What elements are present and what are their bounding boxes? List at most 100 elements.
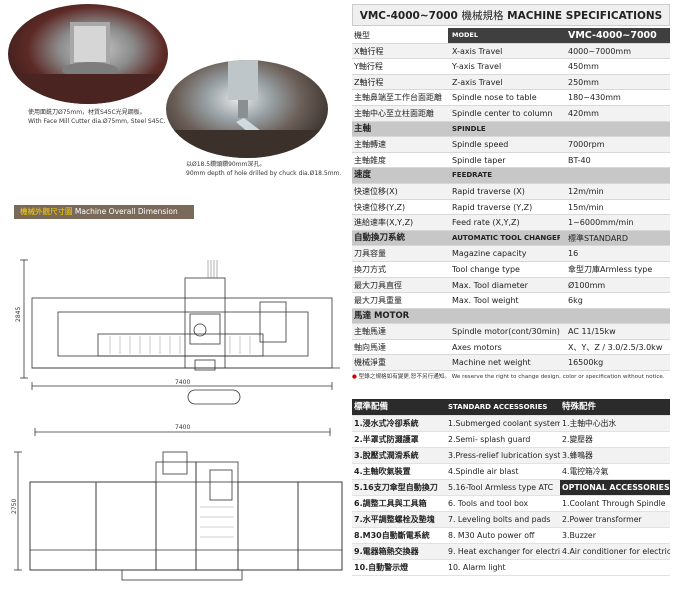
top-height-label: 2845 [15,307,22,322]
spec-value: 16500kg [568,358,604,368]
spec-title-en: MACHINE SPECIFICATIONS [507,10,663,22]
dimension-title-cn: 機械外觀尺寸圖 [20,207,73,216]
std-accessory-en: 1.Submerged coolant system [448,419,560,428]
std-accessory-en: 6. Tools and tool box [448,499,529,508]
accessories-header: 標準配備 STANDARD ACCESSORIES 特殊配件 [352,399,670,416]
accessory-row: 9.電器箱熱交換器 9. Heat exchanger for electric … [352,544,670,560]
spec-row: 主軸馬達 Spindle motor(cont/30min) AC 11/15kw [352,324,670,340]
spec-label-cn: 自動換刀系統 [354,232,406,243]
spec-label-cn: 主軸鼻端至工作台面距離 [354,93,442,103]
spec-label-cn: Y軸行程 [354,62,383,72]
spec-value: VMC-4000~7000 [560,28,670,43]
spec-label-en: Spindle motor(cont/30min) [452,327,560,337]
std-acc-cn-header: 標準配備 [354,402,389,412]
spec-label-en: Spindle nose to table [452,93,537,103]
std-acc-en-header: STANDARD ACCESSORIES [448,403,548,411]
spec-label-en: Rapid traverse (X) [452,186,525,196]
spec-value: 250mm [568,77,599,87]
std-accessory-cn: 10.自動警示燈 [354,563,409,572]
spec-label-cn: 主軸錐度 [354,155,386,165]
spec-row: 快速位移(Y,Z) Rapid traverse (Y,Z) 15m/min [352,200,670,216]
spec-label-en: X-axis Travel [452,46,503,56]
spec-label-en: FEEDRATE [452,171,492,180]
std-accessory-cn: 2.半罩式防濺護罩 [354,435,419,444]
spec-value [560,309,670,324]
std-accessory-en: 2.Semi- splash guard [448,435,531,444]
caption-en: 90mm depth of hole drilled by chuck dia.… [186,170,342,177]
spec-value [560,168,670,183]
spec-label-cn: 主軸中心至立柱面距離 [354,108,434,118]
special-accessory: 3.蜂鳴器 [562,451,593,460]
front-width-label: 7400 [175,424,190,431]
spec-value: 6kg [568,296,583,306]
accessory-row: 10.自動警示燈 10. Alarm light [352,560,670,576]
std-accessory-en: 9. Heat exchanger for electric cabinet [448,547,560,556]
face-mill-photo [8,4,168,104]
spec-label-cn: 最大刀具重量 [354,296,402,306]
spec-label-en: Rapid traverse (Y,Z) [452,202,533,212]
optional-acc-header: OPTIONAL ACCESSORIES [560,480,670,495]
std-accessory-en: 3.Press-relief lubrication system [448,451,560,460]
special-accessory: 1.主軸中心出水 [562,419,617,428]
std-accessory-cn: 1.浸水式冷卻系統 [354,419,419,428]
special-accessory [560,560,670,575]
photo1-caption: 使用面銑刀Ø75mm，材質S45C光見鋼板。 With Face Mill Cu… [28,108,165,126]
spec-value: AC 11/15kw [568,327,616,337]
spec-label-cn: 快速位移(X) [354,186,398,196]
spec-label-en: Axes motors [452,342,502,352]
caption-en: With Face Mill Cutter dia.Ø75mm, Steel S… [28,118,166,125]
spec-value: 1~6000mm/min [568,218,634,228]
spec-label-cn: 刀具容量 [354,249,386,259]
photo2-caption: 以Ø18.5鑽頭鑽90mm深孔。 90mm depth of hole dril… [186,160,341,178]
spec-label-en: Z-axis Travel [452,77,503,87]
special-accessory: 4.電控箱冷氣 [562,467,609,476]
spec-value: 標準STANDARD [568,233,629,243]
std-accessory-en: 8. M30 Auto power off [448,531,535,540]
std-accessory-en: 10. Alarm light [448,563,506,572]
spec-label-en [448,309,560,324]
spec-label-en: Feed rate (X,Y,Z) [452,218,520,228]
spec-label-en: Tool change type [452,264,520,274]
machine-specifications: VMC-4000~7000 機械規格 MACHINE SPECIFICATION… [352,4,670,382]
spec-label-en: Spindle speed [452,140,509,150]
spec-note: ● 型錄之規格如有變更,恕不另行通知。 We reserve the right… [352,374,665,381]
spec-value: 15m/min [568,202,604,212]
dimension-title-en: Machine Overall Dimension [74,207,178,216]
std-accessory-cn: 9.電器箱熱交換器 [354,547,419,556]
std-accessory-cn: 3.脫壓式潤滑系統 [354,451,419,460]
front-height-label: 2750 [11,499,18,514]
spec-label-cn: 主軸 [354,123,372,134]
spec-label-cn: 主軸馬達 [354,327,386,337]
spec-label-en: Max. Tool diameter [452,280,528,290]
spec-label-en: AUTOMATIC TOOL CHANGER [452,233,560,242]
spec-value: BT-40 [568,155,591,165]
spec-label-en: Max. Tool weight [452,296,519,306]
front-view-drawing: 7400 2750 [11,424,343,581]
spec-value: 4000~7000mm [568,46,632,56]
accessory-row: 3.脫壓式潤滑系統 3.Press-relief lubrication syst… [352,448,670,464]
top-width-label: 7400 [175,379,190,386]
spec-value: X、Y、Z / 3.0/2.5/3.0kw [568,342,663,352]
spec-label-en: Spindle center to column [452,108,553,118]
spec-value: 12m/min [568,186,604,196]
spec-label-en: SPINDLE [452,124,486,133]
accessories-table: 標準配備 STANDARD ACCESSORIES 特殊配件 1.浸水式冷卻系統… [352,399,670,576]
spec-row: 馬達 MOTOR [352,308,670,325]
spec-label-cn: 快速位移(Y,Z) [354,202,406,212]
spec-label-cn: 機械淨重 [354,358,386,368]
